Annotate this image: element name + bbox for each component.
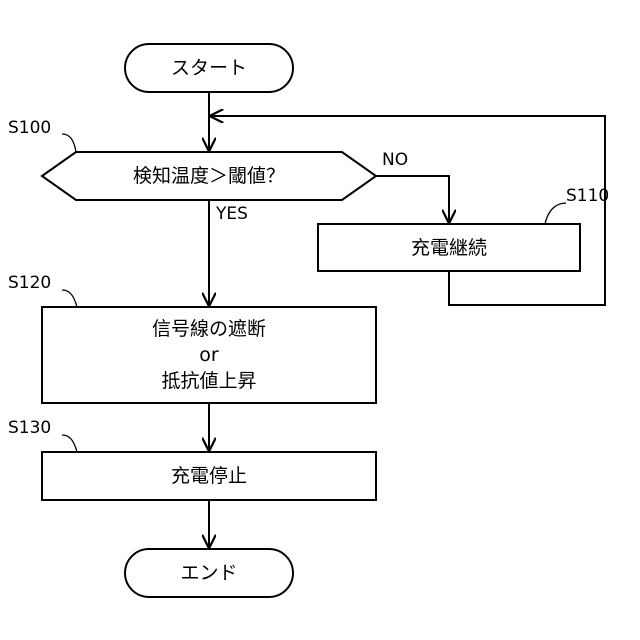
end-terminal-label: エンド: [180, 562, 237, 584]
branch-label-no: NO: [382, 150, 408, 170]
arrow-loop-back: [211, 116, 605, 305]
step-label-s120: S120: [8, 273, 51, 293]
leader-s130: [62, 435, 77, 452]
step-label-s100: S100: [8, 118, 51, 138]
stop-charging-label: 充電停止: [171, 465, 247, 487]
start-terminal-label: スタート: [171, 57, 247, 79]
decision-node-label: 検知温度＞閾値？: [133, 165, 285, 187]
step-label-s130: S130: [8, 418, 51, 438]
step-label-s110: S110: [566, 186, 609, 206]
resistance-rise-label: 抵抗値上昇: [161, 370, 256, 392]
arrow-no-branch: [376, 176, 449, 222]
continue-charging-label: 充電継続: [411, 237, 487, 259]
signal-cutoff-or: or: [199, 344, 219, 366]
leader-s110: [545, 203, 566, 224]
signal-cutoff-label: 信号線の遮断: [152, 318, 266, 340]
leader-s100: [62, 134, 76, 152]
branch-label-yes: YES: [215, 204, 248, 224]
leader-s120: [62, 290, 77, 307]
